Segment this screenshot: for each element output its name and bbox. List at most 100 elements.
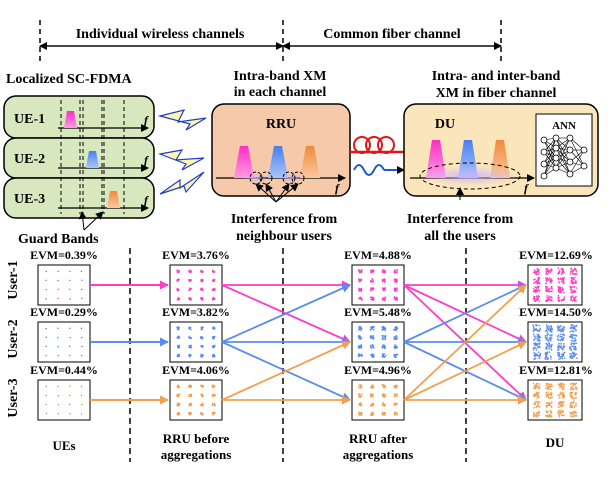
constellation-point	[358, 395, 360, 397]
constellation-point	[550, 358, 552, 360]
constellation-point	[211, 279, 214, 282]
constellation-point	[573, 384, 575, 387]
constellation-point	[536, 353, 538, 356]
constellation-point	[573, 356, 575, 358]
constellation-point	[372, 386, 375, 389]
constellation-point	[574, 273, 576, 276]
constellation-point	[556, 335, 559, 338]
ue1-spectrum	[64, 111, 77, 128]
constellation-point	[214, 355, 216, 358]
constellation-point	[535, 354, 538, 357]
constellation-point	[538, 342, 541, 345]
constellation-point	[559, 391, 562, 394]
constellation-point	[358, 384, 360, 386]
constellation-point	[201, 413, 204, 416]
constellation-point	[533, 295, 535, 298]
constellation-point	[546, 328, 548, 331]
constellation-point	[575, 329, 577, 332]
constellation-point	[557, 328, 559, 330]
constellation-point	[201, 298, 204, 300]
constellation-point	[190, 385, 192, 388]
constellation-point	[559, 291, 561, 294]
constellation-point	[547, 410, 549, 413]
constellation-point	[371, 326, 373, 328]
constellation-point	[189, 402, 192, 405]
constellation-point	[360, 395, 363, 398]
constellation-point	[188, 395, 190, 398]
constellation-point	[177, 288, 180, 291]
constellation-point	[69, 385, 71, 387]
constellation-point	[537, 333, 539, 336]
constellation-point	[571, 415, 573, 418]
constellation-point	[382, 354, 385, 357]
constellation-point	[357, 411, 360, 414]
constellation-point	[360, 414, 363, 416]
constellation-point	[573, 285, 576, 288]
constellation-point	[534, 270, 537, 273]
constellation-point	[562, 280, 564, 282]
constellation-point	[545, 346, 547, 349]
constellation-point	[548, 347, 551, 350]
constellation-point	[393, 296, 396, 298]
constellation-point	[569, 285, 572, 288]
constellation-point	[573, 343, 575, 346]
constellation-point	[395, 384, 398, 387]
caption-rru-after-2: aggregations	[343, 447, 414, 462]
constellation-point	[359, 279, 361, 282]
constellation-point	[213, 280, 216, 282]
constellation-point	[396, 353, 399, 356]
constellation-point	[560, 267, 563, 270]
constellation-point	[361, 355, 363, 357]
constellation-point	[176, 394, 178, 396]
constellation-point	[384, 288, 386, 291]
constellation-point	[396, 269, 398, 271]
constellation-point	[395, 354, 397, 357]
constellation-point	[81, 403, 83, 406]
constellation-point	[360, 271, 363, 274]
constellation-point	[550, 411, 552, 414]
constellation-point	[189, 279, 191, 282]
constellation-point	[538, 289, 541, 292]
constellation-point	[535, 347, 537, 350]
svg-text:DU: DU	[435, 117, 455, 132]
constellation-point	[57, 354, 59, 357]
ue-box-1: UE-1 f	[3, 95, 155, 139]
constellation-point	[539, 336, 541, 339]
constellation-point	[560, 400, 563, 403]
constellation-point	[533, 269, 536, 271]
constellation-point	[572, 282, 575, 285]
constellation-point	[569, 327, 572, 329]
constellation-point	[559, 345, 561, 347]
constellation-point	[562, 278, 565, 280]
constellation-point	[177, 271, 180, 273]
constellation-point	[360, 344, 363, 346]
constellation-point	[213, 278, 216, 281]
constellation-point	[537, 335, 540, 338]
constellation-point	[558, 402, 560, 405]
constellation-point	[360, 384, 363, 387]
constellation-point	[557, 277, 560, 280]
constellation-point	[558, 384, 561, 386]
constellation-point	[570, 349, 573, 351]
constellation-point	[532, 330, 535, 332]
constellation-point	[69, 288, 71, 290]
constellation-point	[571, 406, 574, 409]
rru-box: RRU f	[211, 103, 351, 203]
constellation-point	[560, 339, 562, 342]
constellation-point	[559, 333, 562, 336]
constellation-point	[533, 415, 535, 418]
constellation-point	[562, 411, 564, 413]
constellation-point	[575, 334, 578, 337]
constellation-point	[383, 297, 386, 300]
evm-rru-before-2: EVM=3.82%	[162, 305, 230, 319]
constellation-point	[572, 290, 575, 293]
constellation-point	[575, 392, 578, 395]
constellation-point	[547, 295, 550, 297]
constellation-point	[45, 394, 47, 397]
constellation-point	[573, 414, 576, 417]
constellation-point	[80, 270, 83, 273]
constellation-point	[382, 393, 384, 395]
du-arrows	[403, 280, 527, 405]
constellation-point	[570, 404, 572, 406]
constellation-point	[557, 344, 560, 346]
